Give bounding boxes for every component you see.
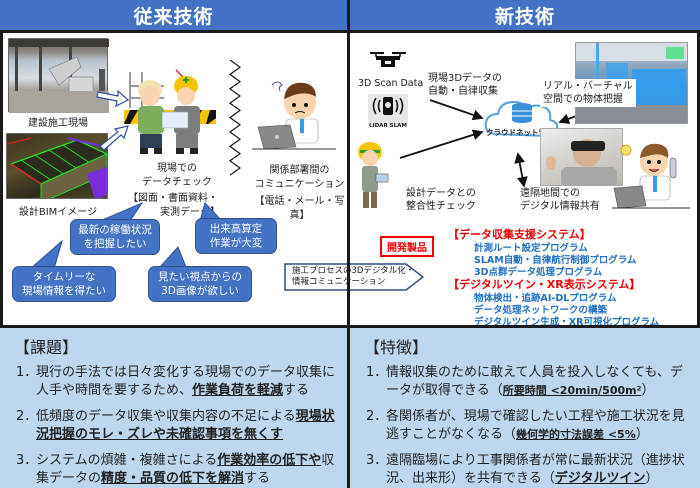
speech-bubble-latest-status: 最新の稼働状況を把握したい xyxy=(70,219,160,255)
product-item: 3D点群データ処理プログラム xyxy=(474,267,603,278)
header-new-tech: 新技術 xyxy=(350,0,700,30)
headset-user-photo xyxy=(540,128,623,186)
site-workers-illustration xyxy=(124,69,216,154)
communication-gap-zigzag xyxy=(228,60,242,176)
interdepartment-communication-label: 関係部署間の コミュニケーション 【電話・メール・写真】 xyxy=(254,165,345,221)
issues-panel: 【課題】 1． 現行の手法では日々変化する現場でのデータ収集に人手や時間を要する… xyxy=(0,328,347,488)
product-item: 計測ルート設定プログラム xyxy=(474,243,588,254)
cloud-network-icon xyxy=(484,100,559,138)
process-digitalization-arrow xyxy=(284,263,424,291)
design-consistency-check-label: 設計データとの 整合性チェック xyxy=(406,188,476,212)
issues-title: 【課題】 xyxy=(14,338,79,357)
lidar-slam-icon: LIDAR SLAM xyxy=(368,94,408,129)
design-bim-caption: 設計BIMイメージ xyxy=(18,207,98,218)
developed-products-badge: 開発製品 xyxy=(380,236,434,257)
header-divider xyxy=(0,30,700,33)
construction-site-caption: 建設施工現場 xyxy=(28,118,88,129)
photo-to-check-arrows xyxy=(96,89,130,151)
speech-bubble-timely-info: タイムリーな現場情報を得たい xyxy=(12,266,116,302)
real-virtual-space-label: リアル・バーチャル 空間での物体把握 xyxy=(540,79,636,107)
auto-collection-label: 現場3Dデータの 自動・自律収集 xyxy=(428,73,503,97)
arrow-icon xyxy=(99,125,129,151)
feature-item: 3． 遠隔臨場により工事関係者が常に最新状況（進捗状況、出来形）を共有できる（デ… xyxy=(366,453,685,486)
3d-scan-data-label: 3D Scan Data xyxy=(358,78,424,89)
drone-icon xyxy=(370,52,406,67)
product-item: SLAM自動・自律航行制御プログラム xyxy=(474,255,637,266)
product-group-title: 【データ収集支援システム】 xyxy=(448,228,591,241)
column-divider xyxy=(347,0,350,488)
speech-bubble-progress-calc: 出来高算定作業が大変 xyxy=(195,218,277,254)
product-item: データ処理ネットワークの構築 xyxy=(474,305,608,316)
happy-office-worker-illustration xyxy=(612,143,690,209)
issue-item: 2． 低頻度のデータ収集や収集内容の不足による現場状況把握のモレ・ズレや未確認事… xyxy=(16,409,335,442)
arrow-icon xyxy=(96,89,130,108)
issue-item: 1． 現行の手法では日々変化する現場でのデータ収集に人手や時間を要するため、作業… xyxy=(16,365,336,398)
features-panel: 【特徴】 1． 情報収集のために敢えて人員を投入しなくても、データが取得できる（… xyxy=(350,328,700,488)
onsite-data-check-label: 現場での データチェック 【図面・書面資料・ 実測データ】 xyxy=(128,163,220,218)
product-group-title: 【デジタルツイン・XR表示システム】 xyxy=(448,278,641,291)
section-divider xyxy=(0,325,700,328)
feature-item: 2． 各関係者が、現場で確認したい工程や施工状況を見逃すことがなくなる（幾何学的… xyxy=(366,409,685,442)
feature-item: 1． 情報収集のために敢えて人員を投入しなくても、データが取得できる（所要時間 … xyxy=(366,365,683,398)
design-bim-image xyxy=(6,133,108,199)
worried-office-worker-illustration xyxy=(252,81,336,150)
remote-digital-sharing-label: 遠隔地間での デジタル情報共有 xyxy=(520,188,600,212)
header-conventional-tech: 従来技術 xyxy=(0,0,347,30)
female-worker-with-tablet-illustration xyxy=(358,142,389,208)
features-title: 【特徴】 xyxy=(364,338,429,357)
process-digitalization-label: 施工プロセスの3Dデジタル化・ 情報コミュニケーション xyxy=(292,266,415,287)
product-item: 物体検出・追跡AI-DLプログラム xyxy=(474,293,617,304)
cloud-network-label: クラウドネットワーク xyxy=(486,128,561,137)
issue-item: 3． システムの煩雑・複雑さによる作業効率の低下や収集データの精度・品質の低下を… xyxy=(16,453,335,486)
product-item: デジタルツイン生成・XR可視化プログラム xyxy=(474,317,660,328)
construction-site-photo xyxy=(8,38,109,113)
